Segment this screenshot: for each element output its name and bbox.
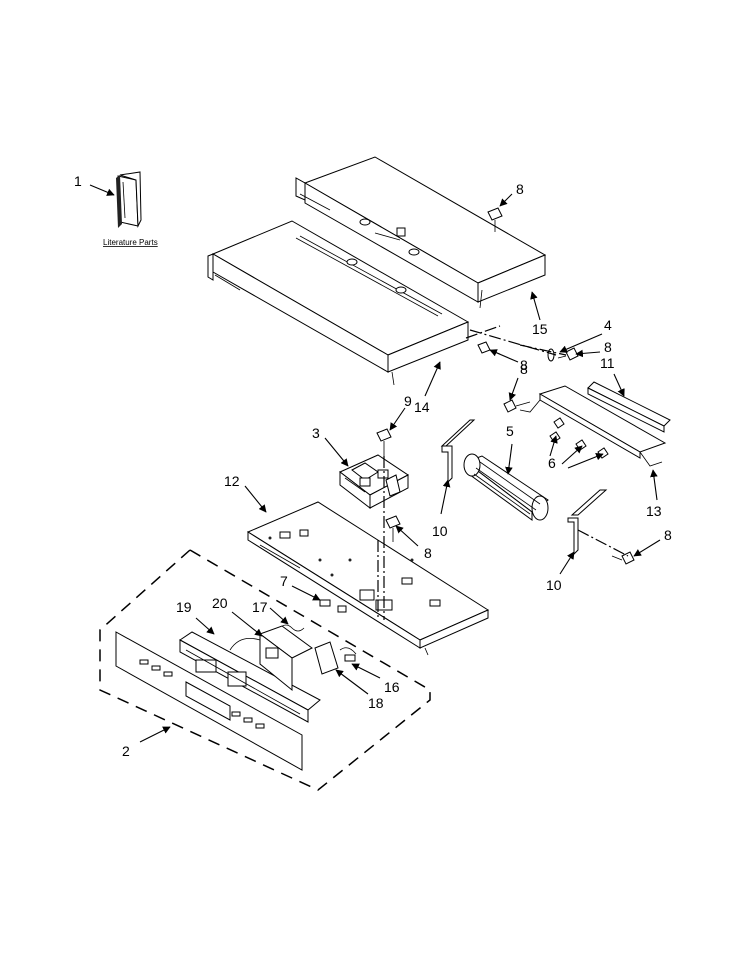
callout-2: 2 bbox=[122, 743, 130, 759]
callout-18: 18 bbox=[368, 695, 384, 711]
callout-3: 3 bbox=[312, 425, 320, 441]
callout-8-right: 8 bbox=[664, 527, 672, 543]
screw-vent-side bbox=[477, 341, 501, 355]
callout-10-left: 10 bbox=[432, 523, 448, 539]
assembly-outline bbox=[99, 549, 431, 791]
callout-1: 1 bbox=[74, 173, 82, 189]
control-panel bbox=[115, 631, 303, 771]
axis-washer bbox=[519, 344, 567, 356]
callout-20: 20 bbox=[212, 595, 228, 611]
callout-10-right: 10 bbox=[546, 577, 562, 593]
callout-8-plate: 8 bbox=[424, 545, 432, 561]
callout-11: 11 bbox=[600, 355, 615, 371]
callout-8-vent: 8 bbox=[520, 357, 528, 373]
callout-16: 16 bbox=[384, 679, 400, 695]
callout-19: 19 bbox=[176, 599, 192, 615]
screw-long-bracket bbox=[503, 399, 531, 413]
axis-vent bbox=[465, 325, 501, 339]
small-clip bbox=[319, 599, 347, 613]
callout-8-washer: 8 bbox=[604, 339, 612, 355]
callout-12: 12 bbox=[224, 473, 240, 489]
screw-plate bbox=[385, 515, 401, 542]
screw-control-box bbox=[376, 428, 392, 456]
callout-5: 5 bbox=[506, 423, 514, 439]
right-bracket bbox=[567, 489, 608, 556]
display-board bbox=[179, 631, 321, 723]
vent-panel bbox=[207, 220, 470, 386]
callout-17: 17 bbox=[252, 599, 268, 615]
callout-15: 15 bbox=[532, 321, 548, 337]
top-cover-panel bbox=[295, 156, 547, 309]
callout-4: 4 bbox=[604, 317, 612, 333]
control-box bbox=[339, 454, 409, 510]
callout-6: 6 bbox=[548, 455, 556, 471]
blower-fan bbox=[463, 453, 549, 521]
callout-9: 9 bbox=[404, 393, 412, 409]
callout-8-top: 8 bbox=[516, 181, 524, 197]
connector-16 bbox=[339, 647, 357, 662]
callout-8-bracket: 8 bbox=[520, 361, 528, 377]
channel-rail bbox=[587, 381, 671, 433]
callout-14: 14 bbox=[414, 399, 430, 415]
literature-booklet bbox=[116, 171, 142, 228]
long-bracket bbox=[519, 385, 667, 467]
screw-right-bracket bbox=[611, 551, 635, 565]
screw-top-right bbox=[487, 207, 503, 232]
connector-18 bbox=[314, 641, 339, 675]
callout-7: 7 bbox=[280, 573, 288, 589]
axis-cover bbox=[469, 329, 557, 356]
main-board bbox=[229, 625, 313, 692]
wire-harness bbox=[279, 624, 305, 632]
callout-13: 13 bbox=[646, 503, 662, 519]
axis-bracket bbox=[577, 529, 629, 557]
literature-parts-caption: Literature Parts bbox=[103, 238, 158, 247]
